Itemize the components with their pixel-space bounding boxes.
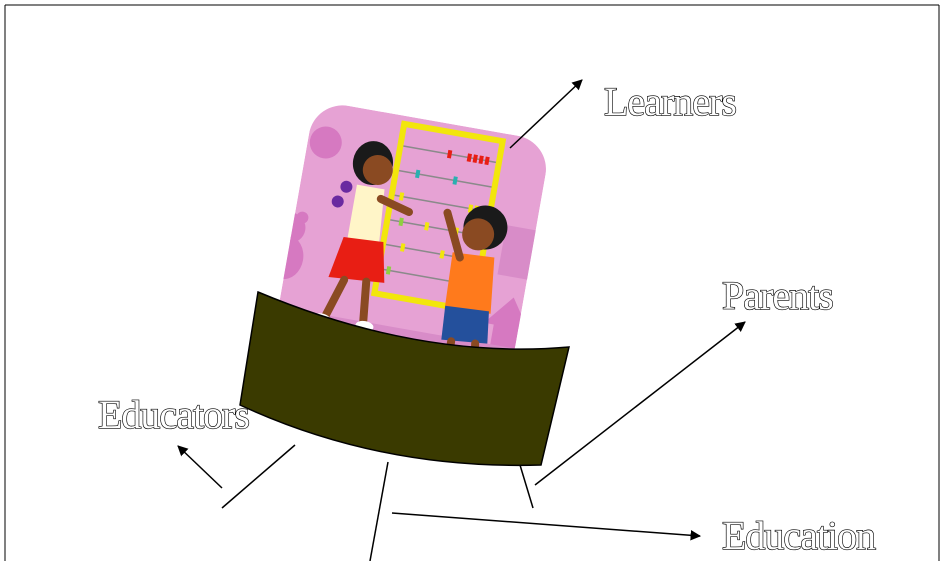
- education-label: Education: [722, 513, 876, 558]
- parents-label: Parents: [722, 273, 833, 318]
- educators-label: Educators: [98, 392, 249, 437]
- learners-label: Learners: [604, 79, 736, 124]
